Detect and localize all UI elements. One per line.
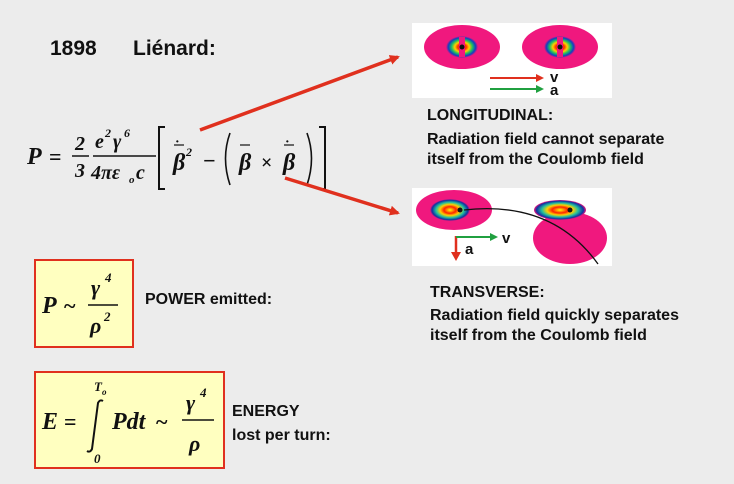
svg-text:0: 0: [94, 451, 101, 466]
lienard-formula: P = 2 3 e 2 γ 6 4πε o c β · 2 − β × β ·: [26, 126, 326, 190]
transverse-title: TRANSVERSE:: [430, 284, 545, 301]
svg-text:P: P: [26, 144, 42, 170]
svg-text:~: ~: [156, 409, 168, 434]
year: 1898: [50, 37, 97, 60]
transverse-desc-1: Radiation field quickly separates: [430, 307, 679, 324]
svg-text:γ: γ: [186, 390, 196, 415]
transverse-desc-2: itself from the Coulomb field: [430, 327, 647, 344]
transverse-diagram: [412, 188, 612, 266]
svg-text:=: =: [49, 144, 62, 169]
svg-text:γ: γ: [113, 131, 122, 153]
svg-text:4: 4: [199, 385, 207, 400]
longitudinal-desc-2: itself from the Coulomb field: [427, 151, 644, 168]
energy-label-2: lost per turn:: [232, 427, 331, 444]
arrow-to-transverse: [284, 176, 400, 216]
energy-label-1: ENERGY: [232, 403, 300, 420]
svg-text:2: 2: [74, 133, 85, 155]
svg-text:6: 6: [124, 126, 130, 140]
longitudinal-title: LONGITUDINAL:: [427, 107, 554, 124]
transverse-a-label: a: [465, 241, 474, 258]
svg-text:3: 3: [74, 160, 85, 182]
svg-text:·: ·: [175, 135, 180, 150]
svg-text:e: e: [95, 131, 104, 153]
svg-text:2: 2: [185, 145, 192, 159]
power-formula-box: P ~ γ 4 ρ 2: [34, 259, 134, 348]
svg-text:2: 2: [104, 126, 111, 140]
arrow-to-longitudinal: [199, 55, 400, 132]
svg-text:β: β: [238, 150, 252, 176]
svg-text:P: P: [41, 293, 57, 319]
svg-text:4: 4: [104, 270, 112, 285]
svg-text:·: ·: [285, 135, 290, 150]
longitudinal-diagram: [412, 23, 612, 98]
svg-text:E: E: [41, 409, 58, 435]
svg-text:−: −: [203, 148, 216, 173]
author-name: Liénard:: [133, 37, 216, 60]
svg-text:β: β: [172, 150, 186, 176]
energy-formula-box: E = T o 0 Pdt ~ γ 4 ρ: [34, 371, 225, 469]
power-formula: P ~ γ 4 ρ 2: [41, 270, 118, 338]
svg-text:γ: γ: [91, 275, 101, 300]
svg-text:=: =: [64, 409, 77, 434]
energy-formula: E = T o 0 Pdt ~ γ 4 ρ: [41, 379, 214, 466]
svg-text:β: β: [282, 150, 296, 176]
svg-text:Pdt: Pdt: [111, 409, 147, 435]
power-label: POWER emitted:: [145, 291, 273, 308]
longitudinal-a-label: a: [550, 82, 559, 99]
trajectory-curve: [463, 208, 599, 265]
svg-text:T: T: [94, 379, 103, 394]
pink-field-transverse-right: [533, 212, 607, 264]
longitudinal-v-label: v: [550, 69, 559, 86]
svg-text:×: ×: [261, 152, 272, 174]
svg-text:4πε: 4πε: [90, 162, 121, 184]
svg-text:o: o: [129, 174, 135, 186]
svg-text:2: 2: [103, 309, 111, 324]
svg-text:c: c: [136, 162, 145, 184]
svg-text:o: o: [102, 387, 107, 397]
svg-text:~: ~: [64, 293, 76, 318]
transverse-v-label: v: [502, 230, 511, 247]
svg-text:ρ: ρ: [89, 313, 101, 338]
longitudinal-desc-1: Radiation field cannot separate: [427, 131, 665, 148]
svg-text:ρ: ρ: [188, 431, 200, 456]
